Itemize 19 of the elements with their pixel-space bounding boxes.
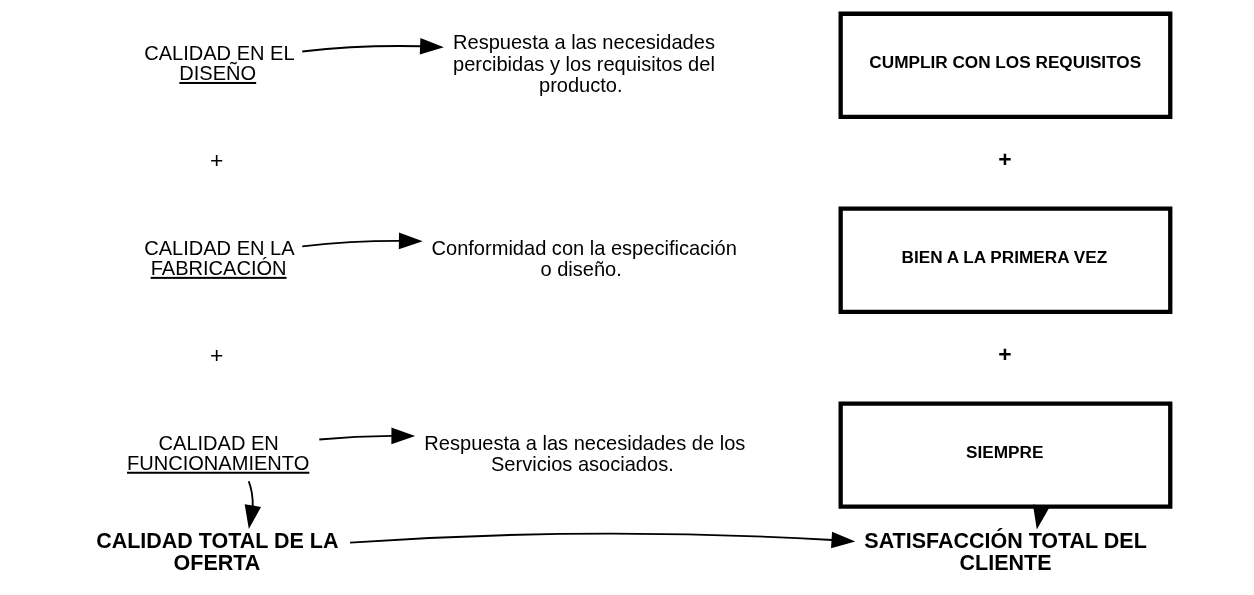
node-text: Conformidad con la especificación o diseño.: [431, 236, 737, 281]
node-text: Respuesta a las necesidades percibidas y los requisitos del producto.: [452, 31, 715, 97]
label: +: [997, 340, 1012, 367]
arrow: [244, 480, 261, 530]
node-text: CALIDAD TOTAL DE LA OFERTA: [95, 529, 338, 575]
label: +: [997, 145, 1012, 172]
label: +: [209, 342, 224, 369]
node-box: BIEN A LA PRIMERA VEZ: [838, 206, 1172, 314]
arrow: [300, 232, 423, 250]
node-text: CALIDAD EN EL DISEÑO: [143, 41, 295, 84]
arrow: [317, 427, 415, 445]
node-box: CUMPLIR CON LOS REQUISITOS: [838, 11, 1172, 120]
arrow: [348, 531, 855, 549]
node-text: CALIDAD EN LA FABRICACIÓN: [143, 236, 295, 279]
node-text: CALIDAD EN FUNCIONAMIENTO: [126, 431, 309, 474]
node-text: Respuesta a las necesidades de los Servicios asociados.: [423, 431, 745, 476]
node-text: SATISFACCIÓN TOTAL DEL CLIENTE: [863, 529, 1147, 575]
arrow: [300, 37, 444, 55]
label: +: [209, 147, 224, 174]
